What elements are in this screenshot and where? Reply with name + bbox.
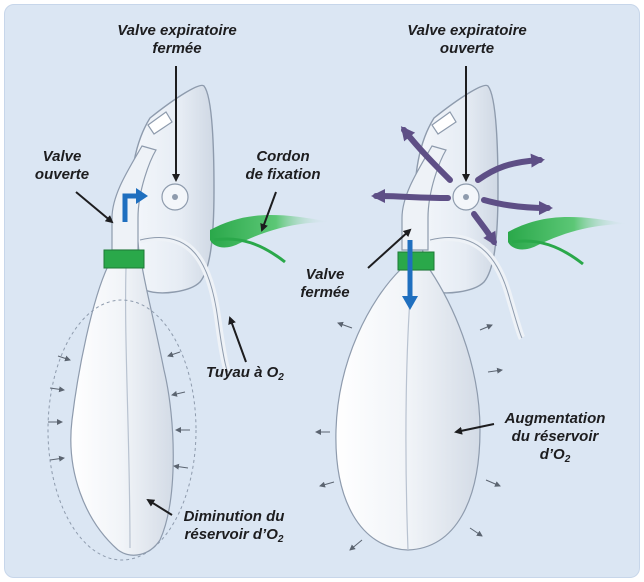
label-subscript: 2 xyxy=(278,372,284,383)
left-reservoir-bag xyxy=(71,266,173,555)
label-strap: Cordon de fixation xyxy=(228,148,338,184)
label-line: Valve xyxy=(22,148,102,166)
label-text: d’O xyxy=(540,446,565,463)
right-reservoir-bag xyxy=(336,270,480,550)
label-line: Valve expiratoire xyxy=(382,22,552,40)
label-line: Augmentation xyxy=(490,410,620,428)
label-right-valve: Valve fermée xyxy=(286,266,364,302)
label-o2-tube: Tuyau à O2 xyxy=(206,364,284,382)
label-line: de fixation xyxy=(228,166,338,184)
label-line: Valve expiratoire xyxy=(92,22,262,40)
callout-left-valve xyxy=(76,192,112,222)
label-line: du réservoir xyxy=(490,428,620,446)
label-text: Tuyau à O xyxy=(206,364,278,381)
label-line: Cordon xyxy=(228,148,338,166)
right-mask-device xyxy=(316,85,628,550)
label-line: Diminution du xyxy=(164,508,304,526)
label-line: fermée xyxy=(286,284,364,302)
right-green-collar xyxy=(398,252,434,270)
label-reservoir-increase: Augmentation du réservoir d’O2 xyxy=(490,410,620,464)
label-left-valve: Valve ouverte xyxy=(22,148,102,184)
label-line: Valve xyxy=(286,266,364,284)
left-strap xyxy=(210,215,330,247)
callout-tube xyxy=(230,318,246,362)
label-line: fermée xyxy=(92,40,262,58)
label-right-expiratory-valve: Valve expiratoire ouverte xyxy=(382,22,552,58)
label-subscript: 2 xyxy=(565,454,571,465)
label-left-expiratory-valve: Valve expiratoire fermée xyxy=(92,22,262,58)
right-strap xyxy=(508,217,628,249)
label-text: réservoir d’O xyxy=(185,526,278,543)
label-reservoir-decrease: Diminution du réservoir d’O2 xyxy=(164,508,304,544)
label-line: ouverte xyxy=(22,166,102,184)
label-subscript: 2 xyxy=(278,534,284,545)
left-green-collar xyxy=(104,250,144,268)
label-line: ouverte xyxy=(382,40,552,58)
